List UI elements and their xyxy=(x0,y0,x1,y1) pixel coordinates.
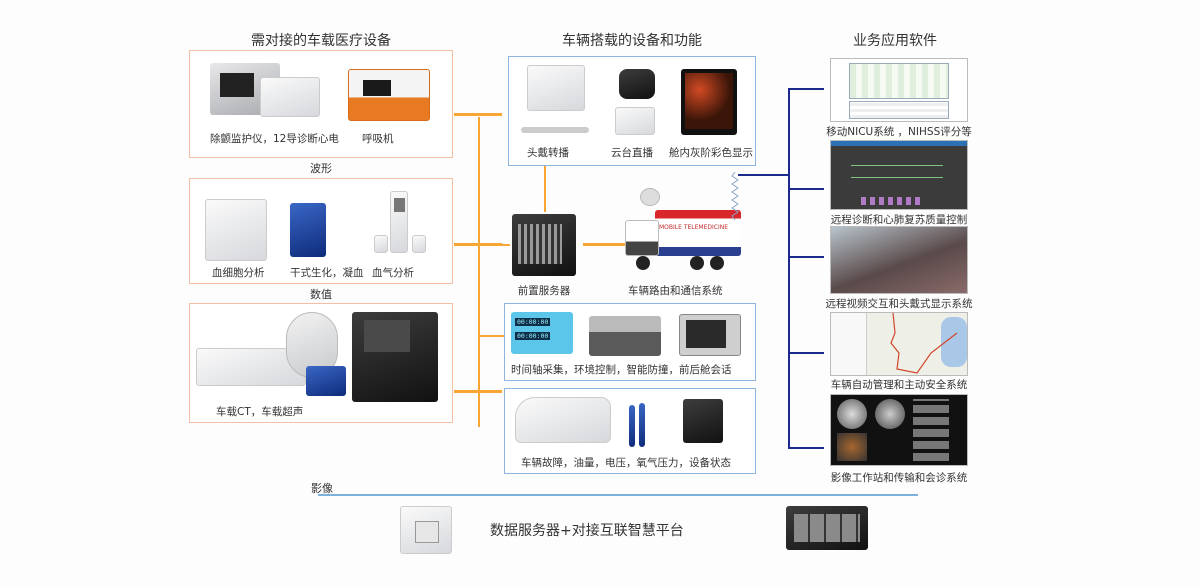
caption-defibrillator-ecg: 除颤监护仪，12导诊断心电 xyxy=(210,133,339,145)
rack-server-image xyxy=(786,506,868,550)
caption-vehicle-status: 车辆故障，油量，电压，氧气压力，设备状态 xyxy=(521,457,731,469)
branch-remote-diagnosis xyxy=(788,188,824,190)
caption-dry-biochem: 干式生化，凝血 xyxy=(290,267,364,279)
connector-top-box-server xyxy=(544,165,546,212)
blood-gas-cartridge-image xyxy=(412,235,426,253)
panel-imaging: 车载CT，车载超声 xyxy=(189,303,453,423)
caption-ventilator: 呼吸机 xyxy=(362,133,394,145)
wheel-icon xyxy=(710,256,724,270)
blood-gas-cartridge-image xyxy=(374,235,388,253)
bottom-divider xyxy=(318,494,918,496)
cabin-intercom-image xyxy=(679,314,741,356)
vehicle-cabin-image: MOBILE TELEMEDICINE xyxy=(655,210,741,256)
bottom-platform-label: 数据服务器+对接互联智慧平台 xyxy=(490,523,684,539)
smart-glasses-image xyxy=(521,127,589,133)
ultrasound-image xyxy=(352,312,438,402)
video-interaction-screenshot xyxy=(830,226,968,294)
vehicle-map-screenshot xyxy=(830,312,968,376)
blood-gas-analyzer-image xyxy=(390,191,408,253)
panel-timeline-env: 00:00:00 00:00:00 时间轴采集，环境控制，智能防撞，前后舱会话 xyxy=(504,303,756,381)
wheel-icon xyxy=(690,256,704,270)
truck-cab-image xyxy=(625,220,659,256)
collision-camera-image xyxy=(589,316,661,356)
label-vehicle-mgmt: 车辆自动管理和主动安全系统 xyxy=(830,379,968,391)
connector-server-vehicle xyxy=(583,243,625,246)
oxygen-cylinder-image xyxy=(639,403,645,447)
nicu-software-screenshot xyxy=(830,58,968,122)
orange-trunk-line xyxy=(478,117,480,427)
oxygen-cylinder-image xyxy=(629,405,635,447)
label-waveform: 波形 xyxy=(310,162,332,175)
wireless-signal-icon xyxy=(731,172,739,220)
dry-biochemistry-analyzer-image xyxy=(290,203,326,257)
caption-ct-ultrasound: 车载CT，车载超声 xyxy=(216,406,304,418)
remote-diagnosis-screenshot xyxy=(830,140,968,210)
navy-trunk-line xyxy=(788,88,790,449)
caption-vehicle-routing: 车辆路由和通信系统 xyxy=(628,285,723,297)
clock-readout-2: 00:00:00 xyxy=(515,332,551,340)
front-server-image xyxy=(512,214,576,276)
connector-panel2 xyxy=(454,243,502,246)
clock-readout-1: 00:00:00 xyxy=(515,318,551,326)
heading-vehicle-equipment: 车辆搭载的设备和功能 xyxy=(562,33,702,49)
ct-base-image xyxy=(306,366,346,396)
label-remote-diagnosis: 远程诊断和心肺复苏质量控制 xyxy=(830,214,968,226)
timeline-console-image: 00:00:00 00:00:00 xyxy=(511,312,573,354)
branch-vehicle-mgmt xyxy=(788,352,824,354)
caption-head-broadcast: 头戴转播 xyxy=(527,147,569,159)
connector-front-server xyxy=(480,244,510,246)
panel-lab-analyzers: 血细胞分析 干式生化，凝血 血气分析 xyxy=(189,178,453,284)
caption-timeline-env: 时间轴采集，环境控制，智能防撞，前后舱会话 xyxy=(511,364,732,376)
caption-cabin-display: 舱内灰阶彩色显示 xyxy=(669,147,753,159)
connector-antenna xyxy=(738,174,790,176)
heading-application-software: 业务应用软件 xyxy=(853,33,937,49)
blood-cell-analyzer-image xyxy=(205,199,267,261)
ptz-camera-image xyxy=(619,69,655,99)
connector-panel3 xyxy=(454,390,502,393)
label-video-interaction: 远程视频交互和头戴式显示系统 xyxy=(825,298,973,310)
label-imaging: 影像 xyxy=(311,482,333,495)
panel-broadcast-display: 头戴转播 云台直播 舱内灰阶彩色显示 xyxy=(508,56,756,166)
ambulance-chassis-image xyxy=(515,397,611,443)
data-server-cabinet-image xyxy=(400,506,452,554)
head-mounted-broadcast-image xyxy=(527,65,585,111)
caption-ptz-live: 云台直播 xyxy=(611,147,653,159)
label-nicu: 移动NICU系统 ，NIHSS评分等 xyxy=(826,126,972,138)
wheel-icon xyxy=(636,256,650,270)
branch-imaging xyxy=(788,447,824,449)
branch-nicu xyxy=(788,88,824,90)
label-numeric: 数值 xyxy=(310,288,332,301)
connector-panel1 xyxy=(454,113,502,116)
grayscale-color-display-image xyxy=(681,69,737,135)
ventilator-image xyxy=(348,69,430,121)
heading-onboard-medical-devices: 需对接的车载医疗设备 xyxy=(251,33,391,49)
caption-front-server: 前置服务器 xyxy=(517,285,571,297)
ecg-module-image xyxy=(260,77,320,117)
vehicle-banner-text: MOBILE TELEMEDICINE xyxy=(659,224,729,231)
connector-timeline-box xyxy=(480,335,504,337)
label-imaging-workstation: 影像工作站和传输和会诊系统 xyxy=(830,472,968,484)
caption-blood-cell: 血细胞分析 xyxy=(212,267,265,279)
handheld-scanner-image xyxy=(683,399,723,443)
panel-monitor-ventilator: 除颤监护仪，12导诊断心电 呼吸机 xyxy=(189,50,453,158)
broadcast-unit-image xyxy=(615,107,655,135)
branch-video xyxy=(788,256,824,258)
panel-vehicle-status: 车辆故障，油量，电压，氧气压力，设备状态 xyxy=(504,388,756,474)
caption-blood-gas: 血气分析 xyxy=(372,267,414,279)
imaging-workstation-screenshot xyxy=(830,394,968,466)
satellite-dish-icon xyxy=(640,188,660,206)
